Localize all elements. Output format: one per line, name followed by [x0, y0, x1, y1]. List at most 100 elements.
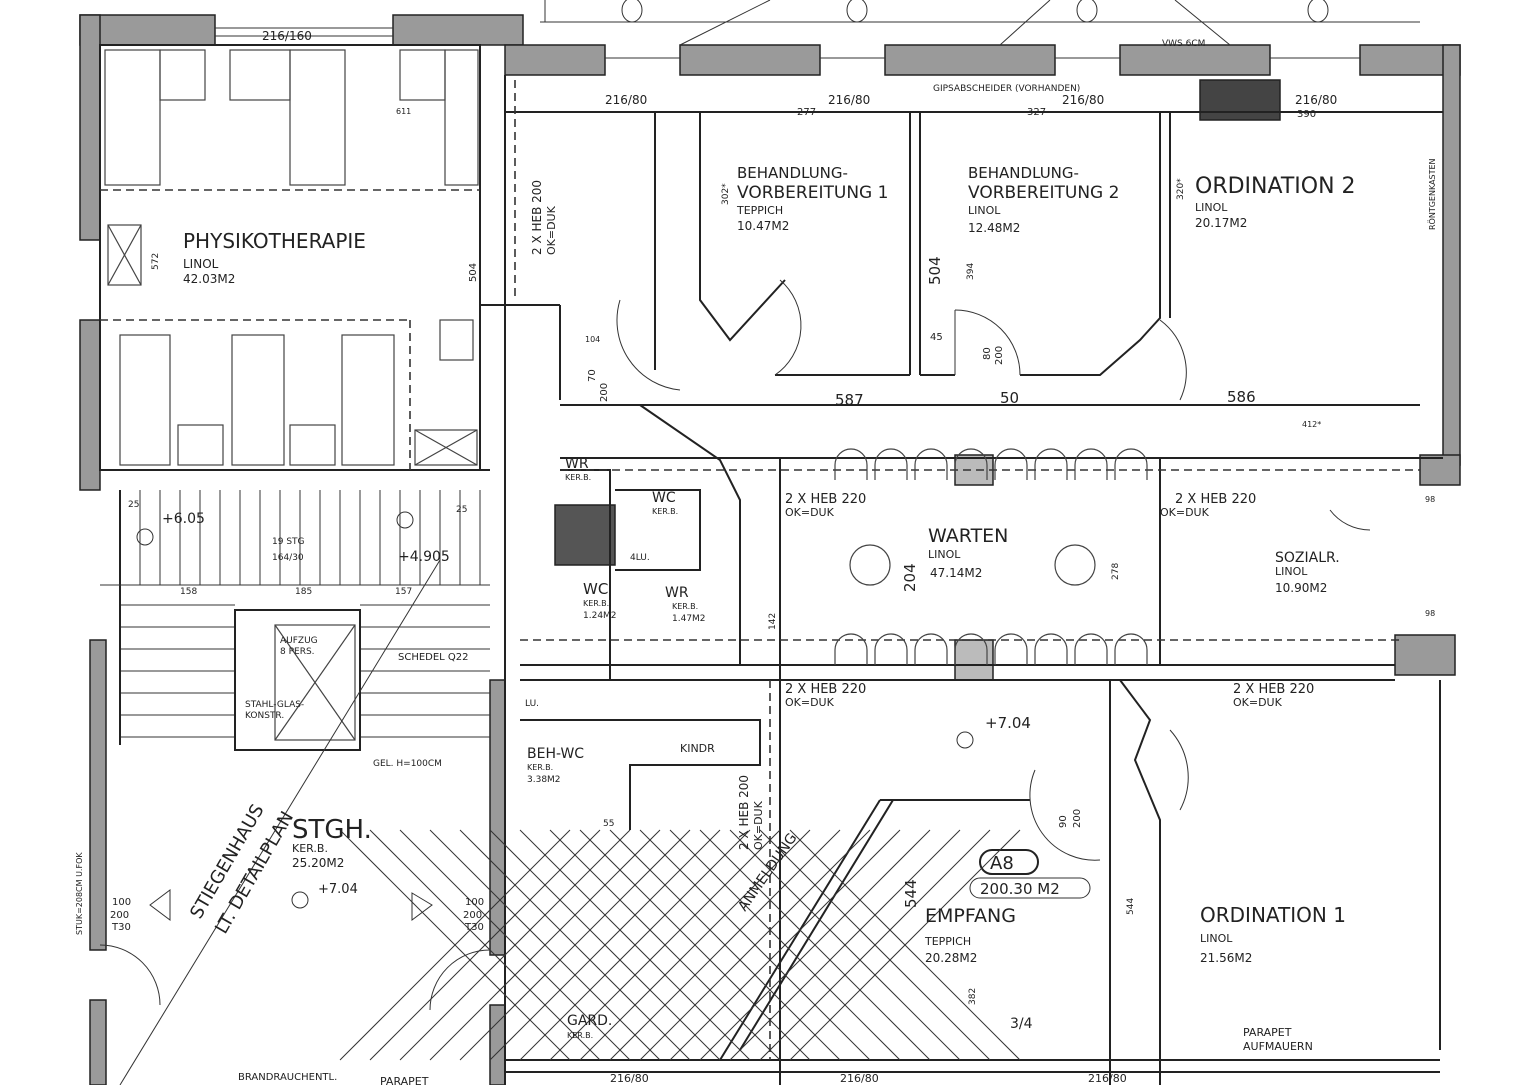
room-area: 20.17M2 [1195, 216, 1247, 230]
dimension: 544 [902, 879, 920, 908]
level-label: +6.05 [162, 511, 205, 527]
beam-label: OK=DUK [785, 506, 835, 519]
dimension: 200 [1072, 809, 1083, 828]
room-floor: KER.B. [583, 599, 609, 608]
annotation: RÖNTGENKASTEN [1427, 158, 1437, 230]
annotation: 4LU. [630, 553, 650, 563]
line [729, 829, 961, 1061]
line [459, 829, 691, 1061]
dimension: 158 [180, 587, 197, 597]
dimension: 80 [982, 347, 993, 360]
room-area: 25.20M2 [292, 856, 344, 870]
room-name: WARTEN [928, 525, 1008, 547]
room-floor: LINOL [968, 204, 1001, 217]
chair [1114, 448, 1148, 480]
level-label: +4.905 [398, 549, 450, 565]
beam-label: OK=DUK [545, 205, 558, 255]
room-area: 1.24M2 [583, 611, 617, 621]
line [339, 829, 571, 1061]
line [639, 829, 871, 1061]
line [759, 829, 991, 1061]
beam-label: 2 X HEB 200 [737, 775, 751, 850]
level-label: +7.04 [318, 882, 358, 897]
annotation: KINDR [680, 742, 715, 755]
room-name: BEHANDLUNG- [968, 164, 1079, 182]
dimension: 142 [768, 613, 778, 630]
dimension: 327 [1027, 107, 1046, 118]
room-area: 12.48M2 [968, 221, 1020, 235]
annotation: SCHEDEL Q22 [398, 652, 469, 663]
annotation: 164/30 [272, 553, 304, 563]
dimension: T30 [464, 922, 484, 933]
dimension: 586 [1227, 388, 1256, 406]
room-area: 10.90M2 [1275, 581, 1327, 595]
dimension: 200 [994, 346, 1005, 365]
room-name: WC [652, 490, 676, 506]
annotation: BRANDRAUCHENTL. [238, 1072, 337, 1083]
chair [834, 448, 868, 480]
dimension: 200 [599, 383, 610, 402]
unit-area: 200.30 M2 [980, 880, 1060, 898]
dimension: 200 [463, 910, 482, 921]
dimension: 98 [1425, 495, 1435, 504]
room-name: WR [665, 585, 689, 601]
dimension: 50 [1000, 389, 1019, 407]
chair [994, 448, 1028, 480]
line [489, 829, 721, 1061]
beam-label: OK=DUK [752, 800, 765, 850]
chair [954, 448, 988, 480]
annotation: 8 PERS. [280, 647, 315, 657]
annotation: 3/4 [1010, 1016, 1033, 1032]
room-area: 3.38M2 [527, 775, 561, 785]
annotation: GEL. H=100CM [373, 759, 442, 769]
dimension: 70 [587, 369, 598, 382]
room-floor: KER.B. [567, 1031, 593, 1040]
chair [1034, 633, 1068, 665]
chair [914, 633, 948, 665]
doors [99, 279, 1371, 1011]
beam-label: OK=DUK [785, 696, 835, 709]
treatment-beds [104, 49, 479, 466]
room-floor: LINOL [928, 548, 961, 561]
dimension: 216/160 [262, 29, 312, 43]
beam-label: 2 X HEB 220 [785, 682, 866, 697]
dimension: 544 [1126, 898, 1136, 915]
dimension: 587 [835, 391, 864, 409]
chair [1114, 633, 1148, 665]
chair [994, 633, 1028, 665]
line [549, 829, 781, 1061]
level-markers [136, 511, 974, 909]
line [789, 829, 1021, 1061]
window-lines [215, 0, 1420, 59]
line [669, 829, 901, 1061]
annotation: STUK=208CM U.FOK [75, 852, 84, 935]
room-name: ORDINATION 2 [1195, 174, 1356, 199]
room-name: BEH-WC [527, 746, 584, 762]
wardrobe-tiles [339, 829, 1021, 1061]
dimension: 216/80 [1062, 93, 1104, 107]
dimension: 572 [151, 253, 161, 270]
level-label: +7.04 [985, 714, 1031, 732]
dimension: 611 [396, 107, 411, 116]
waiting-seats [834, 448, 1148, 665]
dimension: 45 [930, 332, 943, 343]
annotation: KONSTR. [245, 711, 284, 721]
room-floor: TEPPICH [924, 935, 971, 948]
beam-label: OK=DUK [1233, 696, 1283, 709]
room-area: 20.28M2 [925, 951, 977, 965]
room-name: WC [583, 580, 608, 598]
room-floor: LINOL [1275, 565, 1308, 578]
annotation: LU. [525, 699, 539, 709]
chair [874, 633, 908, 665]
dimension: 216/80 [610, 1072, 649, 1085]
chair [874, 448, 908, 480]
chair [834, 633, 868, 665]
room-name: BEHANDLUNG- [737, 164, 848, 182]
dimension: 157 [395, 587, 412, 597]
room-name: WR [565, 456, 589, 472]
room-floor: KER.B. [565, 473, 591, 482]
room-name: VORBEREITUNG 2 [968, 183, 1119, 203]
room-area: 10.47M2 [737, 219, 789, 233]
dimension: 216/80 [828, 93, 870, 107]
